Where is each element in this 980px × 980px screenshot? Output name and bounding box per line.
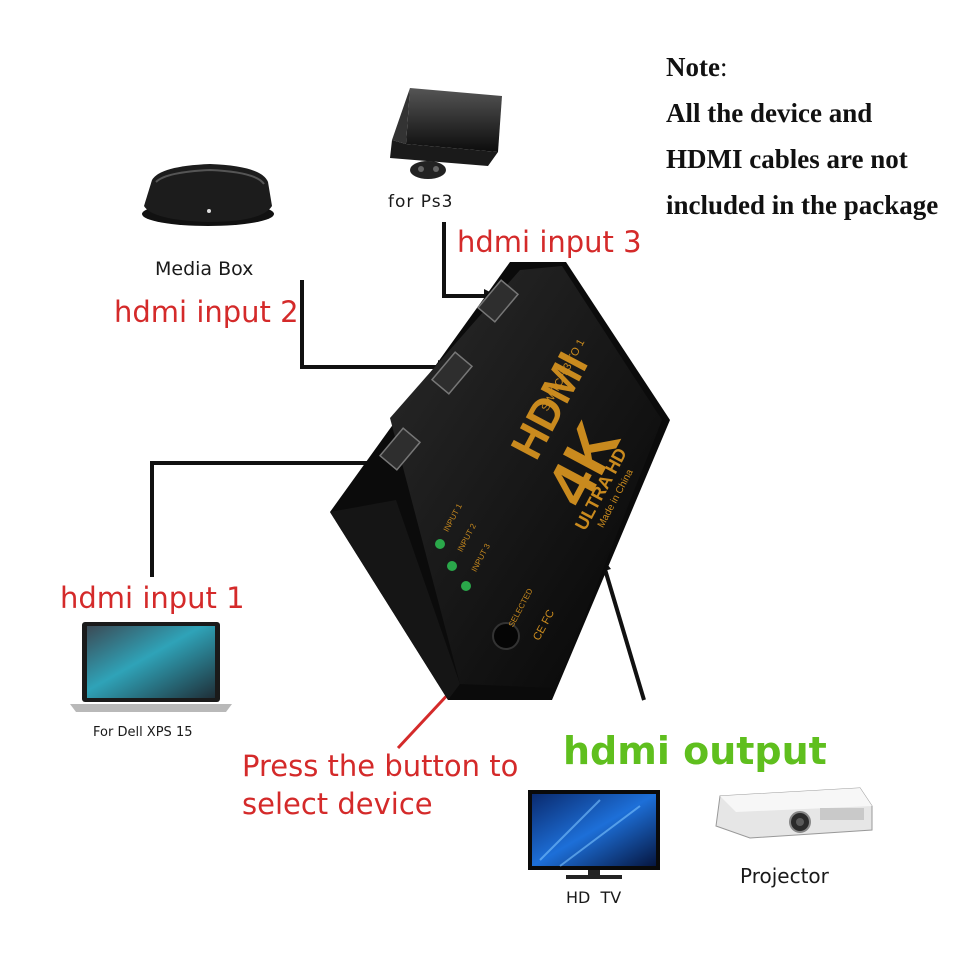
laptop-icon: [70, 622, 232, 712]
note-line-3: included in the package: [666, 190, 939, 220]
connection-lines: [150, 222, 646, 701]
note-colon: :: [719, 52, 728, 82]
note-block: Note: All the device and HDMI cables are…: [666, 44, 938, 228]
tv-icon: [528, 790, 660, 879]
led-input-2: [447, 561, 457, 571]
hdmi-port-2: [430, 351, 474, 395]
laptop-label: For Dell XPS 15: [93, 725, 193, 740]
note-line-1: All the device and: [666, 98, 873, 128]
line-input1: [150, 461, 388, 577]
hdmi-port-3: [476, 279, 520, 323]
note-heading: Note: [666, 52, 720, 82]
select-button: [492, 622, 520, 650]
note-line-2: HDMI cables are not: [666, 144, 908, 174]
line-output: [602, 565, 646, 701]
button-hint-line-2: select device: [242, 787, 433, 821]
media-box-label: Media Box: [155, 258, 254, 280]
hdmi-input-3-label: hdmi input 3: [457, 225, 642, 259]
hdmi-input-2-label: hdmi input 2: [114, 295, 299, 329]
media-box-icon: [142, 164, 274, 226]
hdmi-switch-box: [330, 262, 670, 700]
led-input-1: [435, 539, 445, 549]
tv-label: HD TV: [566, 888, 622, 907]
ps3-label: for Ps3: [388, 192, 454, 212]
hdmi-output-label: hdmi output: [563, 729, 827, 773]
note-heading-row: Note:: [666, 44, 938, 90]
hdmi-port-1: [378, 427, 422, 471]
led-input-3: [461, 581, 471, 591]
button-hint-line-1: Press the button to: [242, 749, 519, 783]
projector-icon: [715, 787, 873, 839]
hdmi-input-1-label: hdmi input 1: [60, 581, 245, 615]
projector-label: Projector: [740, 864, 829, 888]
line-input2: [300, 280, 440, 369]
ps3-console-icon: [390, 88, 502, 179]
line-input3: [442, 222, 486, 298]
